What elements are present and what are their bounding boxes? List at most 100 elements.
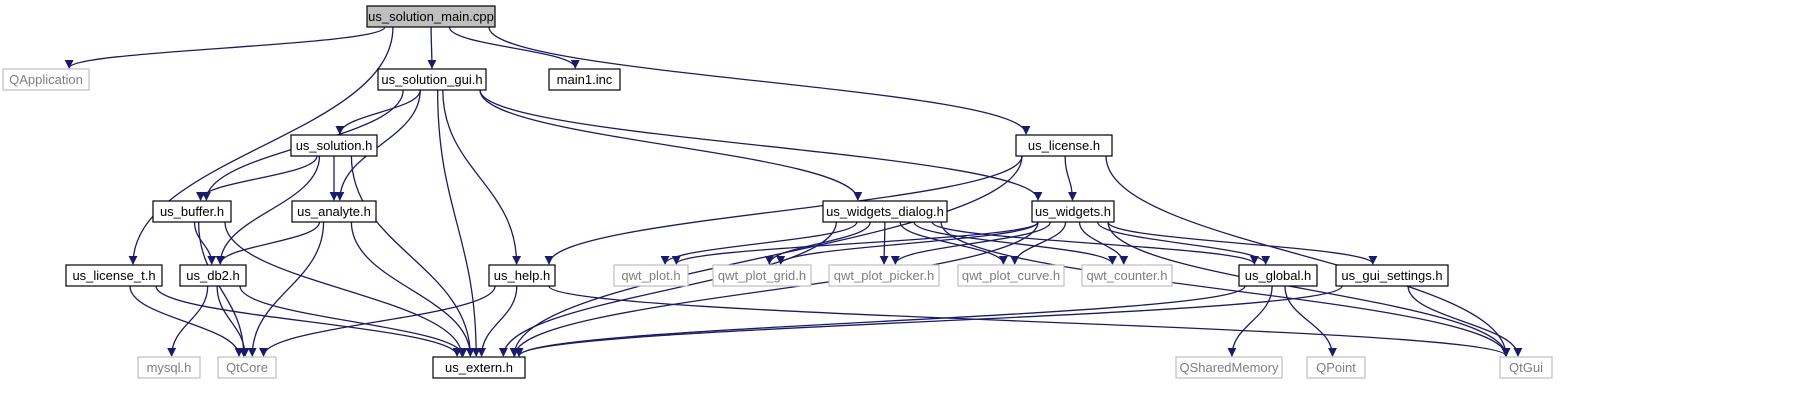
edge-line (1407, 285, 1523, 357)
node-main1-inc[interactable]: main1.inc (548, 68, 621, 91)
node-box (152, 200, 232, 223)
edge-line (197, 221, 249, 357)
node-label: us_buffer.h (160, 204, 224, 219)
edge-us_widgets_h-to-qtgui (1107, 221, 1511, 357)
node-box (1175, 356, 1283, 379)
node-box (137, 356, 201, 379)
node-label: qwt_plot_picker.h (834, 268, 934, 283)
edge-line (335, 89, 421, 135)
edge-line (548, 285, 1511, 357)
edge-line (1096, 221, 1271, 265)
node-us-extern-h[interactable]: us_extern.h (432, 356, 526, 379)
node-label: QPoint (1316, 360, 1356, 375)
edge-us_buffer_h-to-us_extern_h (224, 221, 467, 357)
edge-us_widgets_h-to-qwt_plot_picker_h (890, 221, 1051, 265)
edge-us_solution_h-to-us_buffer_h (196, 155, 318, 201)
node-label: main1.inc (557, 72, 613, 87)
edge-line (1107, 221, 1378, 265)
node-box (613, 264, 689, 287)
edge-us_solution_gui_h-to-us_widgets_dialog_h (479, 89, 863, 201)
node-label: us_gui_settings.h (1341, 268, 1442, 283)
edge-us_license_h-to-us_help_h (544, 155, 1023, 265)
node-label: qwt_plot_grid.h (718, 268, 806, 283)
edge-line (215, 155, 321, 265)
node-us-solution-h[interactable]: us_solution.h (290, 134, 378, 157)
node-us-db2-h[interactable]: us_db2.h (179, 264, 247, 287)
edge-line (510, 221, 1039, 357)
edge-line (448, 26, 580, 69)
node-qwt-plot-grid-h: qwt_plot_grid.h (712, 264, 812, 287)
edge-line (1010, 221, 1067, 265)
edge-us_analyte_h-to-us_db2_h (215, 221, 321, 265)
edge-us_widgets_h-to-qwt_plot_h (671, 221, 1039, 265)
edge-line (224, 221, 467, 357)
node-us-widgets-dialog-h[interactable]: us_widgets_dialog.h (822, 200, 948, 223)
edge-line (1227, 285, 1273, 357)
node-qtgui: QtGui (1499, 356, 1553, 379)
node-qwt-counter-h: qwt_counter.h (1081, 264, 1173, 287)
node-box (1031, 200, 1115, 223)
node-us-license-t-h[interactable]: us_license_t.h (65, 264, 163, 287)
node-us-buffer-h[interactable]: us_buffer.h (152, 200, 232, 223)
node-us-help-h[interactable]: us_help.h (488, 264, 556, 287)
edge-us_global_h-to-qpoint (1284, 285, 1338, 357)
edge-us_solution_main_cpp-to-us_license_t_h (128, 26, 394, 265)
node-us-gui-settings-h[interactable]: us_gui_settings.h (1335, 264, 1449, 287)
edge-us_widgets_dialog_h-to-qwt_plot_curve_h (899, 221, 1008, 265)
edge-line (544, 155, 1023, 265)
edge-us_widgets_h-to-us_global_h (1096, 221, 1271, 265)
node-box (366, 5, 496, 28)
edge-us_license_h-to-us_widgets_h (1064, 155, 1077, 201)
node-box (1306, 356, 1366, 379)
node-box (291, 200, 377, 223)
node-us-global-h[interactable]: us_global.h (1238, 264, 1318, 287)
edge-line (899, 221, 1008, 265)
edge-us_help_h-to-qtcore (259, 285, 496, 357)
edge-us_help_h-to-qtgui (548, 285, 1511, 357)
edge-line (215, 221, 321, 265)
edge-line (671, 221, 1039, 265)
edge-line (239, 285, 468, 357)
node-label: us_global.h (1245, 268, 1312, 283)
node-label: us_solution_gui.h (381, 72, 482, 87)
edge-line (488, 26, 1031, 135)
edge-us_solution_gui_h-to-us_solution_h (335, 89, 421, 135)
edge-line (477, 285, 518, 357)
edge-us_solution_main_cpp-to-us_license_h (488, 26, 1031, 135)
node-box (1081, 264, 1173, 287)
node-box (1238, 264, 1318, 287)
edge-us_solution_h-to-us_db2_h (215, 155, 321, 265)
edge-us_license_t_h-to-qtcore (129, 285, 244, 357)
edge-us_widgets_dialog_h-to-qwt_plot_picker_h (879, 221, 889, 265)
edge-us_license_t_h-to-us_extern_h (155, 285, 462, 357)
edge-line (1064, 155, 1077, 201)
edge-line (436, 89, 481, 357)
edge-line (128, 26, 394, 265)
node-label: us_help.h (494, 268, 550, 283)
node-us-solution-main-cpp[interactable]: us_solution_main.cpp (366, 5, 496, 28)
node-label: us_db2.h (186, 268, 240, 283)
node-label: us_widgets_dialog.h (826, 204, 944, 219)
edge-us_global_h-to-qsharedmemory (1227, 285, 1273, 357)
node-us-license-h[interactable]: us_license.h (1015, 134, 1113, 157)
node-us-solution-gui-h[interactable]: us_solution_gui.h (377, 68, 487, 91)
edge-us_solution_gui_h-to-us_extern_h (436, 89, 481, 357)
node-label: mysql.h (147, 360, 192, 375)
node-label: QSharedMemory (1180, 360, 1279, 375)
node-us-widgets-h[interactable]: us_widgets.h (1031, 200, 1115, 223)
edges-layer (64, 26, 1523, 357)
node-us-analyte-h[interactable]: us_analyte.h (291, 200, 377, 223)
edge-line (509, 155, 1023, 357)
node-label: qwt_plot.h (621, 268, 680, 283)
edge-line (940, 221, 1511, 357)
edge-line (1105, 155, 1511, 357)
node-label: us_analyte.h (297, 204, 371, 219)
node-box (217, 356, 277, 379)
edge-line (879, 221, 889, 265)
edge-line (442, 89, 522, 265)
node-label: QApplication (9, 72, 83, 87)
edge-line (427, 26, 437, 69)
node-qsharedmemory: QSharedMemory (1175, 356, 1283, 379)
edge-us_solution_main_cpp-to-us_solution_gui_h (427, 26, 437, 69)
